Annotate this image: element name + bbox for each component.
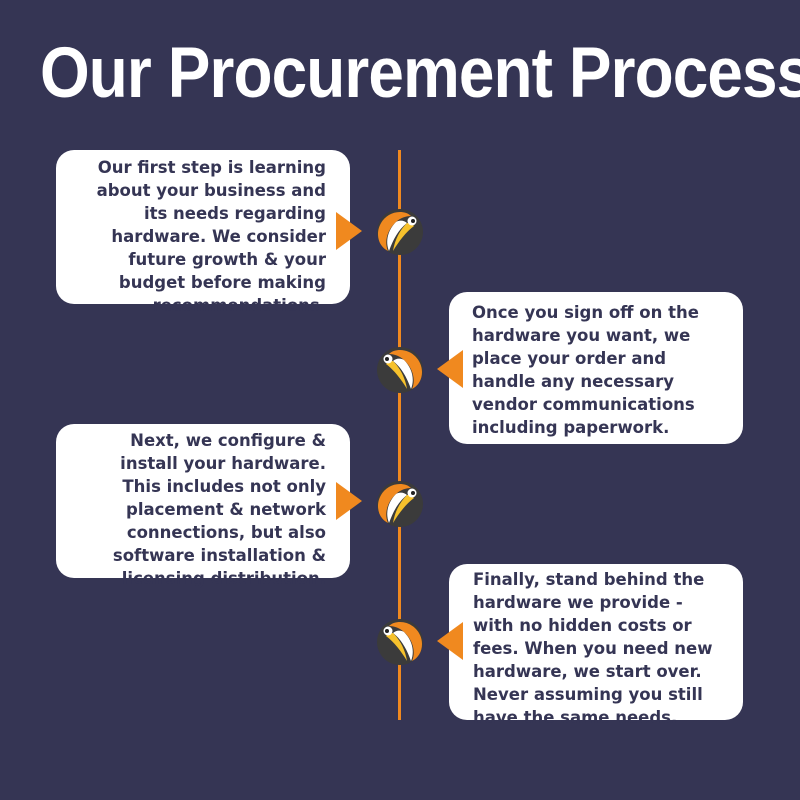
step-card-1: Our first step is learning about your bu… (56, 150, 350, 315)
step-1-line-6: budget before making (118, 273, 326, 292)
step-4-pointer-icon (437, 622, 463, 660)
toucan-icon (377, 619, 423, 665)
step-1-line-7: recommendations. (152, 296, 326, 315)
toucan-icon (377, 347, 423, 393)
step-1-line-4: hardware. We consider (111, 227, 326, 246)
step-4-line-1: Finally, stand behind the (473, 570, 705, 589)
step-3-line-7: licensing distribution. (121, 569, 326, 588)
step-1-line-1: Our first step is learning (97, 158, 326, 177)
page-title: Our Procurement Process (40, 34, 800, 113)
step-1-line-2: about your business and (96, 181, 326, 200)
step-card-3: Next, we configure & install your hardwa… (56, 424, 350, 588)
step-3-line-2: install your hardware. (120, 454, 326, 473)
toucan-icon (377, 481, 423, 527)
toucan-icon (377, 209, 423, 255)
step-2-pointer-icon (437, 350, 463, 388)
step-1-line-5: future growth & your (128, 250, 326, 269)
step-4-line-3: with no hidden costs or (473, 616, 692, 635)
step-4-line-4: fees. When you need new (473, 639, 713, 658)
step-4-line-5: hardware, we start over. (473, 662, 702, 681)
step-3-line-4: placement & network (126, 500, 326, 519)
step-3-line-6: software installation & (112, 546, 326, 565)
step-1-pointer-icon (336, 212, 362, 250)
step-4-line-2: hardware we provide - (473, 593, 683, 612)
step-2-line-4: handle any necessary (472, 372, 674, 391)
step-1-line-3: its needs regarding (143, 204, 326, 223)
step-2-line-1: Once you sign off on the (472, 303, 699, 322)
step-4-line-7: have the same needs. (473, 708, 678, 727)
step-2-line-5: vendor communications (472, 395, 695, 414)
step-3-pointer-icon (336, 482, 362, 520)
step-card-4: Finally, stand behind the hardware we pr… (449, 564, 743, 727)
step-4-line-6: Never assuming you still (473, 685, 703, 704)
step-2-line-2: hardware you want, we (472, 326, 691, 345)
step-3-line-1: Next, we configure & (130, 431, 326, 450)
step-3-line-5: connections, but also (126, 523, 326, 542)
step-3-line-3: This includes not only (122, 477, 326, 496)
step-card-2: Once you sign off on the hardware you wa… (449, 292, 743, 444)
step-2-line-6: including paperwork. (472, 418, 670, 437)
step-2-line-3: place your order and (472, 349, 667, 368)
timeline-line (398, 150, 401, 720)
